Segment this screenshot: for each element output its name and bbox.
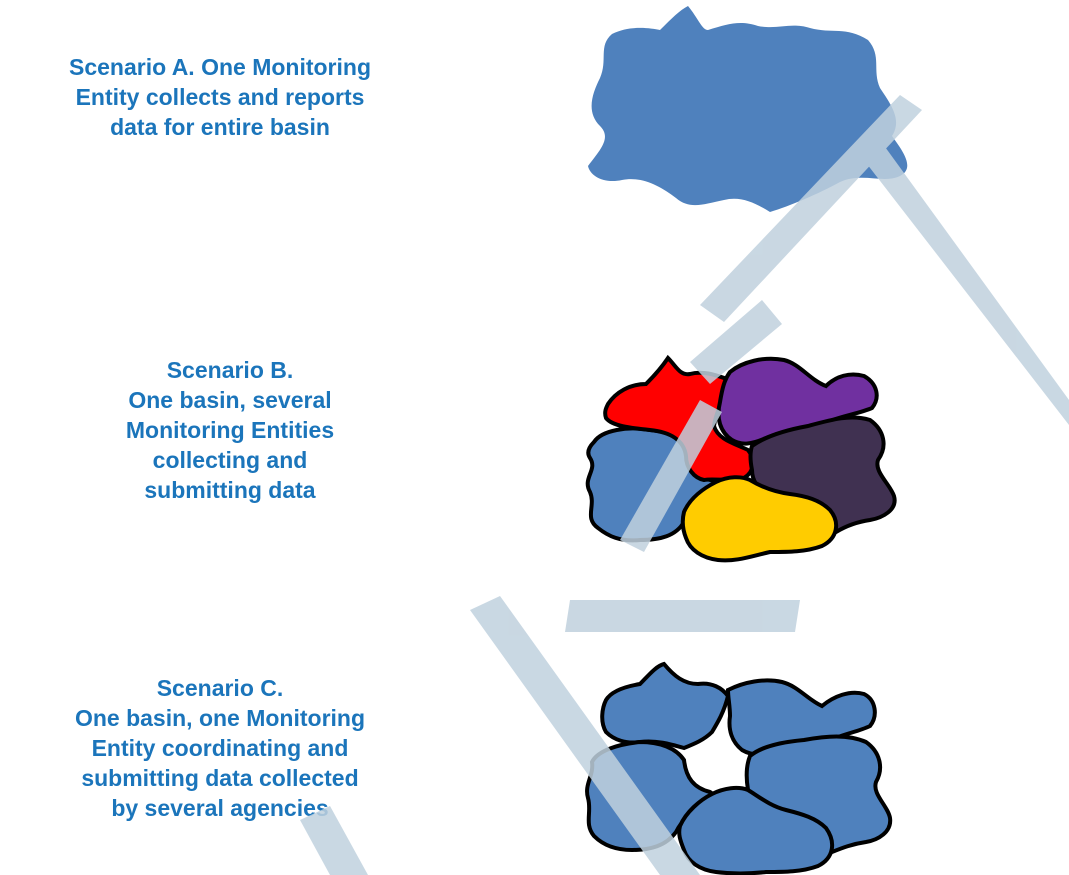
scenario-a-line-2: Entity collects and reports bbox=[75, 84, 365, 110]
scenario-a-line-1: Scenario A. One Monitoring bbox=[69, 54, 371, 80]
scenario-b-line-1: Scenario B. bbox=[166, 357, 294, 383]
scenario-b-line-2: One basin, several bbox=[128, 387, 332, 413]
scenario-b-label: Scenario B. One basin, several Monitorin… bbox=[10, 355, 450, 505]
scenario-b-line-4: collecting and bbox=[152, 447, 308, 473]
scenario-c-line-3: Entity coordinating and bbox=[91, 735, 349, 761]
scenario-c-line-4: submitting data collected bbox=[81, 765, 359, 791]
basin-c-5 bbox=[677, 785, 835, 875]
basin-c-1 bbox=[600, 661, 731, 751]
scenario-b-line-3: Monitoring Entities bbox=[125, 417, 335, 443]
watermark-letter-a-bar bbox=[565, 600, 800, 632]
basin-a-shape bbox=[588, 6, 908, 212]
watermark-letter-f-stem bbox=[620, 400, 722, 552]
basin-b-yellow bbox=[680, 475, 839, 563]
basin-b-red bbox=[603, 354, 755, 483]
scenario-b-line-5: submitting data bbox=[144, 477, 316, 503]
scenario-c-line-1: Scenario C. bbox=[156, 675, 284, 701]
watermark-letter-f-bar bbox=[690, 300, 782, 384]
basin-c-group bbox=[585, 661, 893, 875]
basin-b-purple bbox=[716, 356, 879, 446]
scenario-c-label: Scenario C. One basin, one Monitoring En… bbox=[0, 673, 440, 823]
scenario-a-label: Scenario A. One Monitoring Entity collec… bbox=[0, 52, 440, 142]
scenario-c-line-5: by several agencies bbox=[111, 795, 329, 821]
watermark-letter-t-stem bbox=[860, 140, 1069, 425]
scenario-c-line-2: One basin, one Monitoring bbox=[74, 705, 366, 731]
watermark-letter-a bbox=[470, 596, 700, 875]
watermark-letter-d bbox=[300, 806, 368, 875]
watermark-letter-t-bar bbox=[700, 95, 922, 322]
scenario-a-line-3: data for entire basin bbox=[110, 114, 330, 140]
